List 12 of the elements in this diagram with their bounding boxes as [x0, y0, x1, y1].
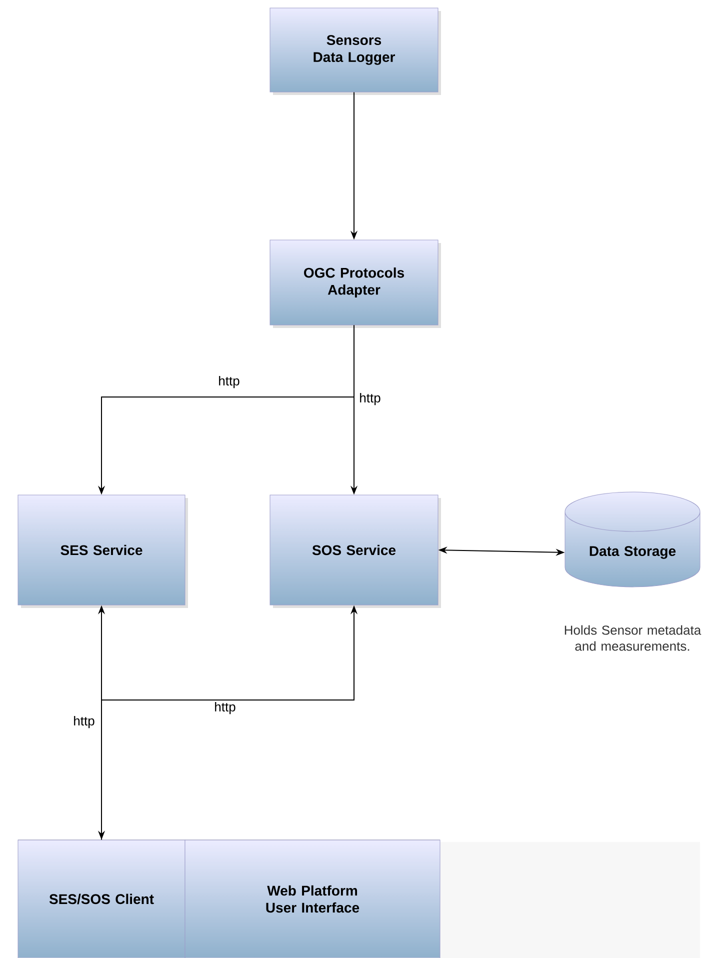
caption-text: Holds Sensor metadata and measurements. [564, 625, 702, 651]
edge-label: http [358, 392, 382, 406]
edge-label: http [72, 714, 96, 730]
edge-label: http [217, 374, 241, 390]
interface-cell: SES/SOS Client [18, 840, 186, 958]
edge-label: http [213, 700, 237, 716]
process-box: OGC Protocols Adapter [270, 240, 441, 328]
interface-cell: Web Platform User Interface [184, 840, 440, 958]
storage-cylinder: Data Storage [564, 492, 700, 588]
service-box: SES Service [18, 494, 188, 608]
service-box: SOS Service [270, 494, 441, 608]
process-box: Sensors Data Logger [270, 8, 441, 95]
